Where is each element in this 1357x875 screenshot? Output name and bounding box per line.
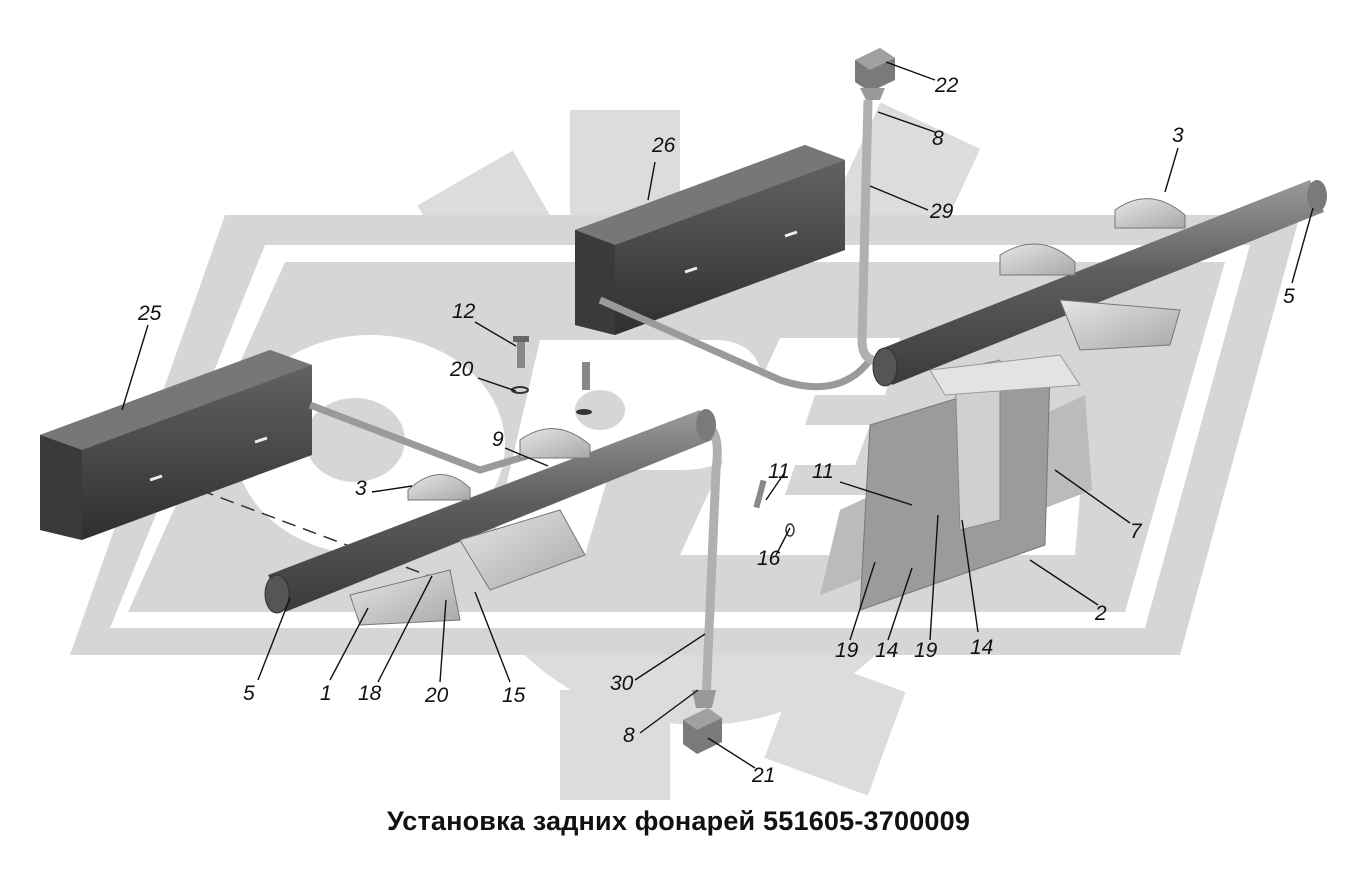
connector-lower xyxy=(683,690,722,754)
callout-14-left: 14 xyxy=(875,639,898,662)
callout-15: 15 xyxy=(502,684,526,707)
callout-7: 7 xyxy=(1130,520,1143,543)
callout-5-left: 5 xyxy=(243,682,255,705)
callout-14-right: 14 xyxy=(970,636,993,659)
clamps xyxy=(349,198,1186,626)
callout-20-upper: 20 xyxy=(449,358,474,381)
callout-2: 2 xyxy=(1094,602,1107,625)
callout-5-right: 5 xyxy=(1283,285,1295,308)
right-tube xyxy=(872,180,1327,387)
left-tube xyxy=(264,409,716,614)
callout-25: 25 xyxy=(137,302,162,325)
callout-19-right: 19 xyxy=(914,639,938,662)
fasteners xyxy=(511,48,895,754)
callout-20-lower: 20 xyxy=(424,684,449,707)
callout-8-lower: 8 xyxy=(623,724,635,747)
callout-9: 9 xyxy=(492,428,504,451)
connector-upper xyxy=(855,48,895,100)
callout-30: 30 xyxy=(610,672,634,695)
mudflap-assembly xyxy=(820,354,1092,611)
callout-11-left: 11 xyxy=(768,460,790,483)
callout-labels: 22 8 26 29 3 5 25 12 20 9 3 11 11 7 16 2… xyxy=(137,74,1295,787)
callout-16: 16 xyxy=(757,547,781,570)
callout-29: 29 xyxy=(929,200,954,223)
callout-3-left: 3 xyxy=(355,477,367,500)
callout-22: 22 xyxy=(934,74,959,97)
leader-lines xyxy=(121,61,1314,769)
callout-12: 12 xyxy=(452,300,476,323)
callout-8-upper: 8 xyxy=(932,127,944,150)
callout-26: 26 xyxy=(651,134,676,157)
diagram-title: Установка задних фонарей 551605-3700009 xyxy=(386,806,971,836)
callout-18: 18 xyxy=(358,682,382,705)
callout-1: 1 xyxy=(320,682,332,705)
right-rear-lamp xyxy=(575,145,845,335)
callout-19-left: 19 xyxy=(835,639,859,662)
left-rear-lamp xyxy=(40,350,312,540)
callout-21: 21 xyxy=(751,764,775,787)
callout-3-right: 3 xyxy=(1172,124,1184,147)
callout-11-right: 11 xyxy=(812,460,834,483)
